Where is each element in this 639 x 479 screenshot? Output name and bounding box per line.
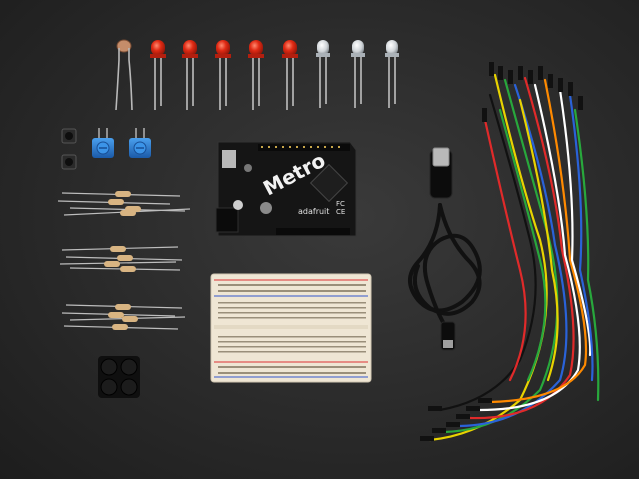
- board-brand: adafruit: [298, 207, 329, 216]
- clear-leds: [316, 40, 399, 108]
- metro-board: Metro adafruit CE FC: [215, 141, 357, 237]
- trimpots: [92, 128, 151, 158]
- red-leds: [150, 40, 298, 110]
- breadboard: [210, 273, 372, 383]
- board-fc-mark: FC: [336, 200, 345, 208]
- jumper-wire-pins: [420, 62, 583, 441]
- tactile-buttons: [61, 128, 77, 170]
- board-ce-mark: CE: [336, 208, 345, 216]
- resistors-group-2: [59, 246, 183, 272]
- resistors-group-1: [57, 191, 191, 216]
- usb-cable: [408, 147, 482, 351]
- resistors-group-3: [61, 304, 186, 330]
- photocell: [115, 39, 133, 111]
- rubber-feet: [98, 356, 140, 398]
- jumper-wires: [428, 73, 600, 442]
